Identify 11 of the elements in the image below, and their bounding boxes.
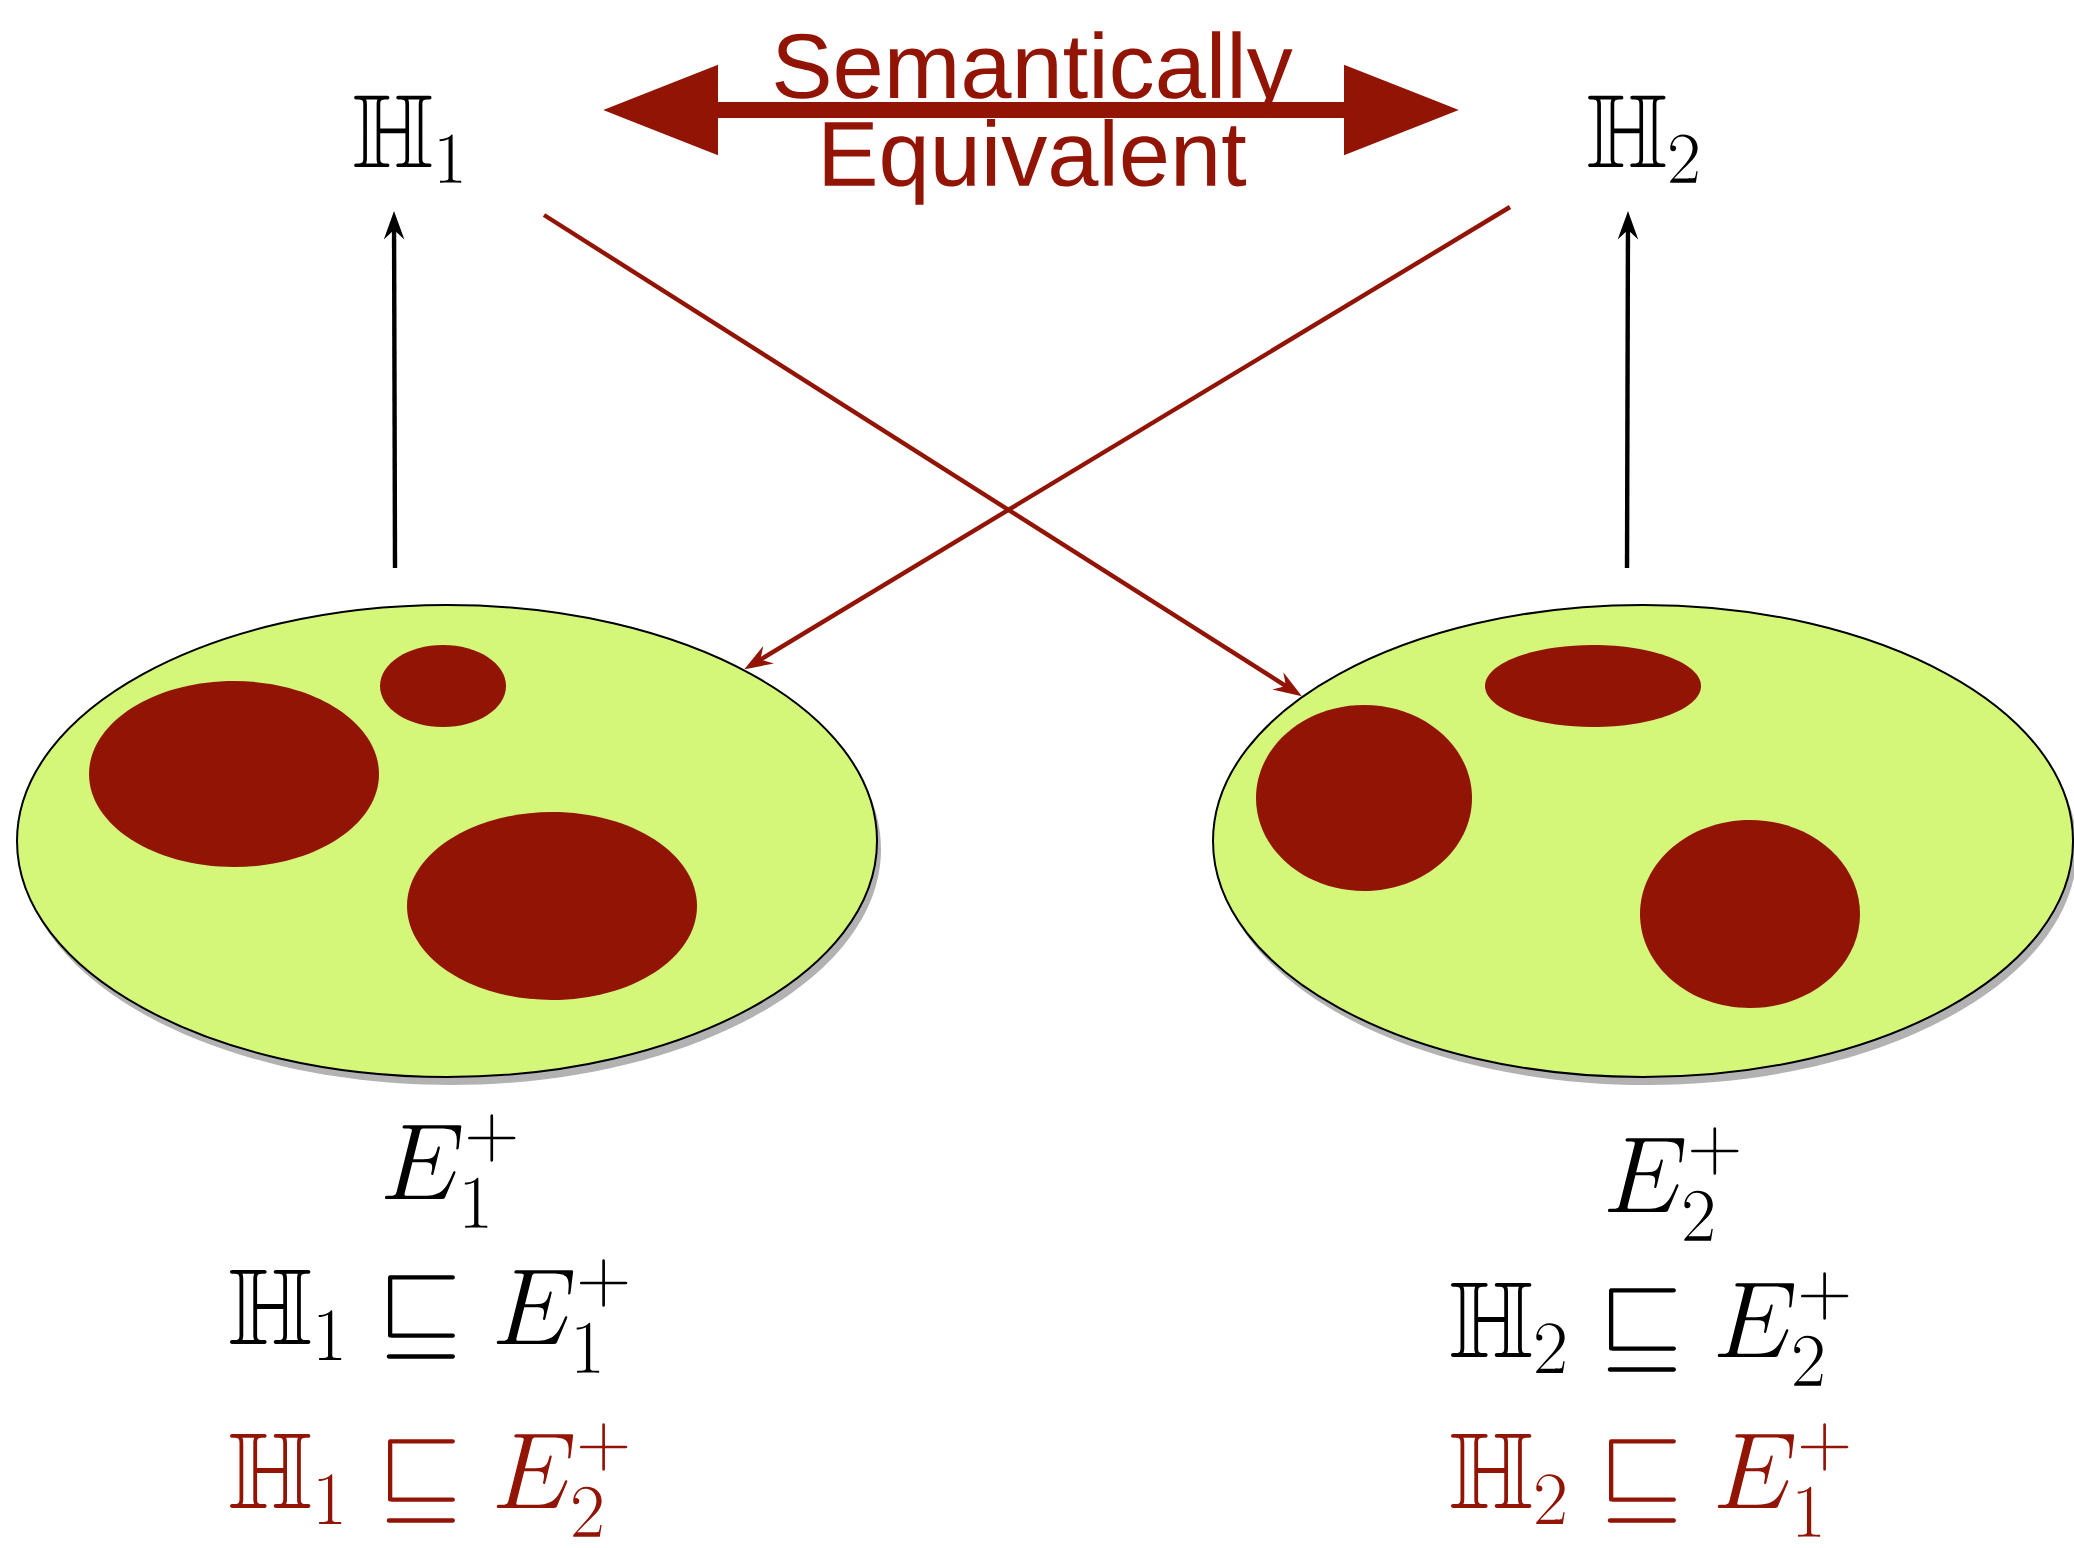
- formula: $E_2^+$: [1607, 1127, 1739, 1241]
- formula: $\mathbb{H}_2 \sqsubseteq E_2^+$: [1451, 1272, 1849, 1386]
- formula-label: $\mathbb{H}_2$: [1588, 95, 1698, 183]
- edge-label: Semantically Equivalent: [775, 31, 1293, 205]
- formula: $E_1^+$: [384, 1114, 516, 1228]
- region-drawing: [1212, 604, 2074, 1085]
- formula: $\mathbb{H}_1 \sqsubseteq E_1^+$: [230, 1259, 628, 1373]
- formula: $\mathbb{H}_2 \sqsubseteq E_1^+$: [1451, 1423, 1849, 1537]
- formula: $\mathbb{H}_1 \sqsubseteq E_2^+$: [230, 1423, 628, 1537]
- formula-label: $\mathbb{H}_1$: [354, 95, 462, 183]
- region-drawing: [16, 604, 881, 1085]
